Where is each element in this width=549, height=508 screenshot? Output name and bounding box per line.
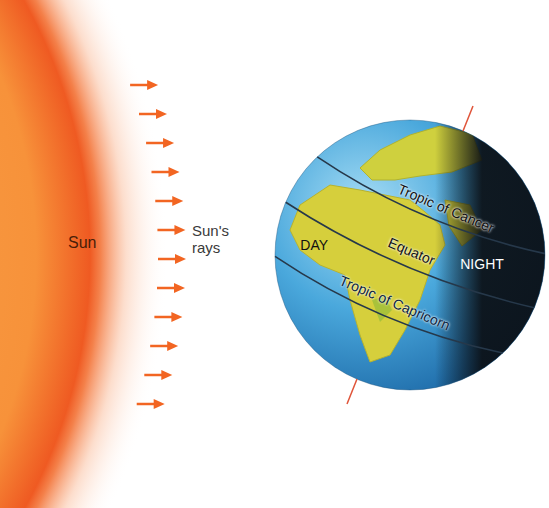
ray-head (147, 80, 158, 90)
node-label: Sun (68, 234, 96, 252)
earth-outline (275, 120, 545, 390)
sun-ray-arrow (155, 196, 183, 206)
sun-body: Sun (64, 230, 100, 256)
ray-head (161, 370, 172, 380)
latitude-lines (260, 153, 549, 369)
sun-ray-arrow (158, 254, 186, 264)
globe-label: NIGHT (460, 256, 504, 272)
caption-label: Sun's rays (192, 222, 229, 257)
sun-ray-arrow (150, 341, 178, 351)
ray-head (174, 283, 185, 293)
sun-shape (0, 0, 168, 508)
ray-head (174, 225, 185, 235)
night-shadow (430, 100, 549, 420)
earth-axis (463, 106, 473, 131)
earth-surface (290, 100, 549, 420)
ray-head (171, 312, 182, 322)
ray-head (156, 109, 167, 119)
sun-ray-arrow (151, 167, 179, 177)
sun-ray-arrow (154, 312, 182, 322)
tropic-line (270, 256, 502, 364)
sun-ray-arrow (130, 80, 158, 90)
ray-head (154, 399, 165, 409)
sun-ray-arrow (137, 399, 165, 409)
sun-ray-arrow (144, 370, 172, 380)
earth-axis (347, 379, 357, 404)
sun-ray-arrow (157, 225, 185, 235)
globe-label: Tropic of Cancer (396, 181, 497, 236)
globe-label: Equator (386, 234, 437, 268)
ray-head (175, 254, 186, 264)
sun-ray-arrow (139, 109, 167, 119)
globe-label: Tropic of Capricorn (337, 272, 452, 333)
sun-ray-arrow (146, 138, 174, 148)
tropic-line (313, 157, 545, 265)
earth-globe: Tropic of CancerDAY EquatorNIGHT Tropic of… (275, 120, 545, 390)
sun-ray-arrow (157, 283, 185, 293)
ray-head (167, 341, 178, 351)
ray-head (168, 167, 179, 177)
sun-rays (130, 80, 186, 409)
ray-head (163, 138, 174, 148)
ray-head (172, 196, 183, 206)
globe-label: DAY (300, 237, 328, 253)
